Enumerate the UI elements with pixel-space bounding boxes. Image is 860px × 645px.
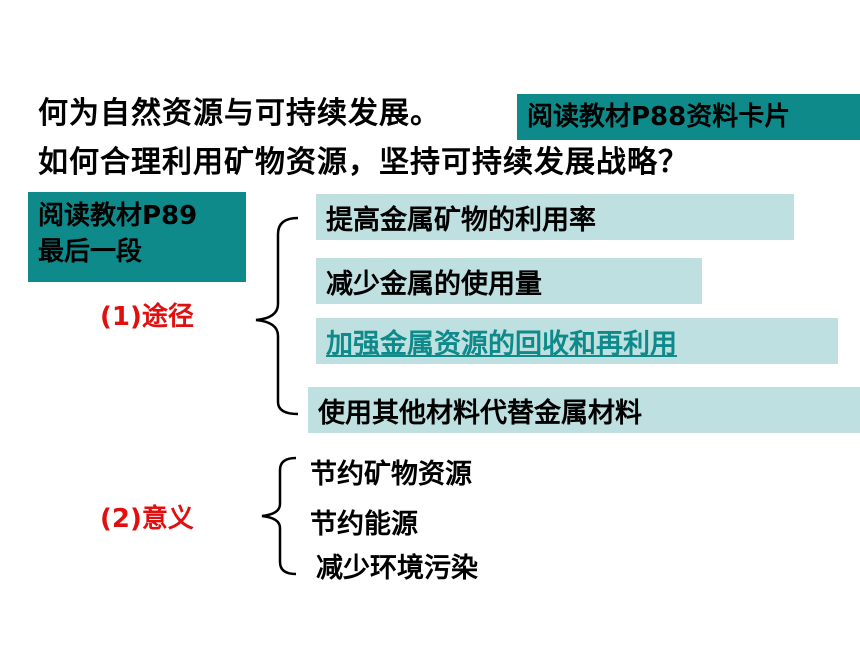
section1-item-2: 减少金属的使用量 (316, 258, 702, 304)
section1-item-3[interactable]: 加强金属资源的回收和再利用 (316, 318, 838, 364)
section1-item-3-link[interactable]: 加强金属资源的回收和再利用 (326, 328, 677, 360)
section2-item-1: 节约矿物资源 (310, 459, 472, 490)
reading-card-box-p88: 阅读教材P88资料卡片 (517, 94, 860, 140)
reading-box-p89: 阅读教材P89 最后一段 (28, 192, 246, 282)
reading-box-p89-line1: 阅读教材P89 (38, 201, 198, 231)
title-line-2: 如何合理利用矿物资源，坚持可持续发展战略？ (38, 145, 689, 180)
section2-brace-icon (261, 456, 297, 576)
section2-label: (2)意义 (100, 504, 194, 534)
section1-label: (1)途径 (100, 302, 194, 332)
section1-item-1: 提高金属矿物的利用率 (316, 194, 794, 240)
reading-box-p89-line2: 最后一段 (38, 237, 143, 267)
section1-item-1-text: 提高金属矿物的利用率 (326, 204, 596, 236)
section2-item-2: 节约能源 (310, 509, 418, 540)
section1-item-4-text: 使用其他材料代替金属材料 (318, 397, 642, 429)
title-line-1: 何为自然资源与可持续发展。 (38, 96, 441, 131)
section1-brace-icon (255, 216, 299, 416)
section2-item-3: 减少环境污染 (316, 553, 478, 584)
section1-item-2-text: 减少金属的使用量 (326, 268, 542, 300)
section1-item-4: 使用其他材料代替金属材料 (308, 387, 860, 433)
